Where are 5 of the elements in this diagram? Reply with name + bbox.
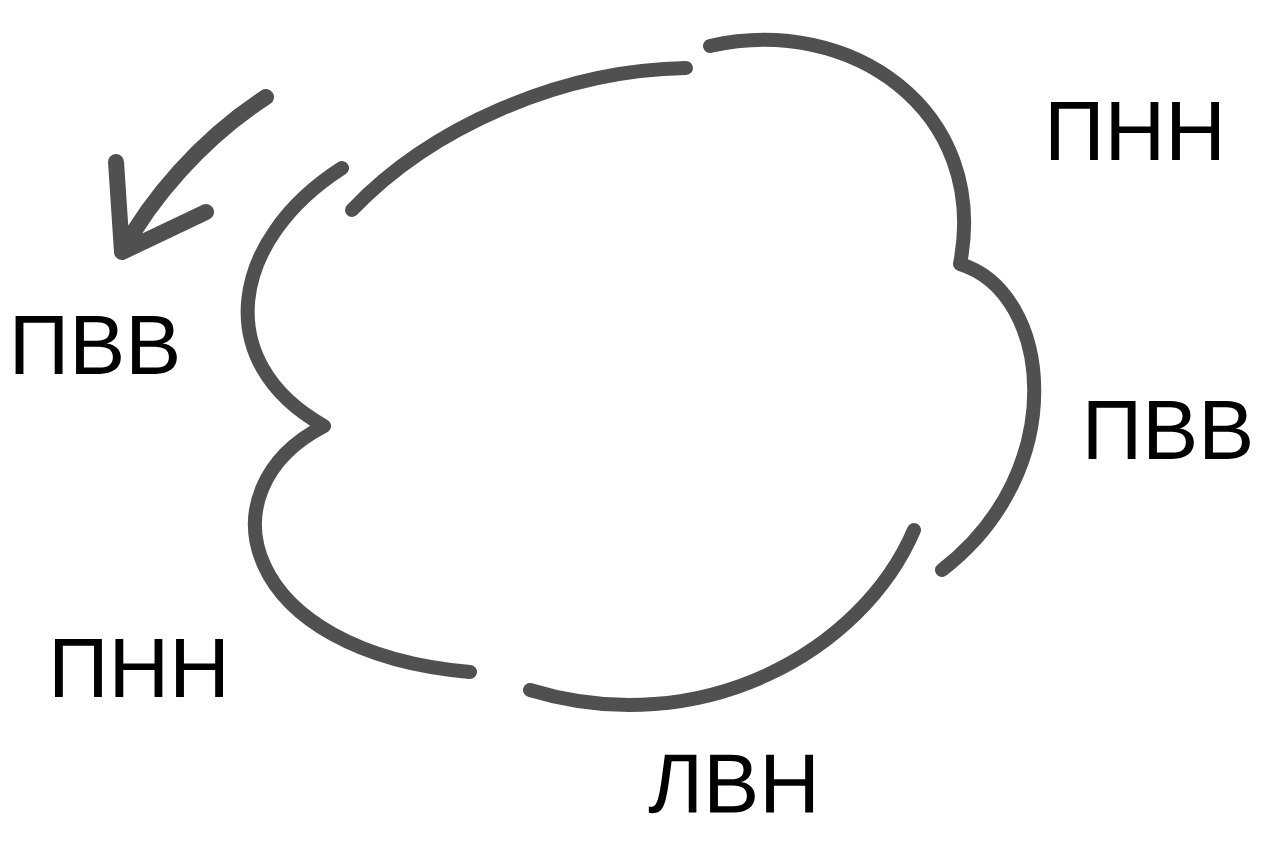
arc-label: ПВВ [1088,401,1250,459]
arc-label: ПНН [1050,102,1219,160]
arc-label: ПВВ [15,316,177,374]
arc-label: ПНН [54,639,223,697]
arc-label: ЛВН [648,754,814,814]
